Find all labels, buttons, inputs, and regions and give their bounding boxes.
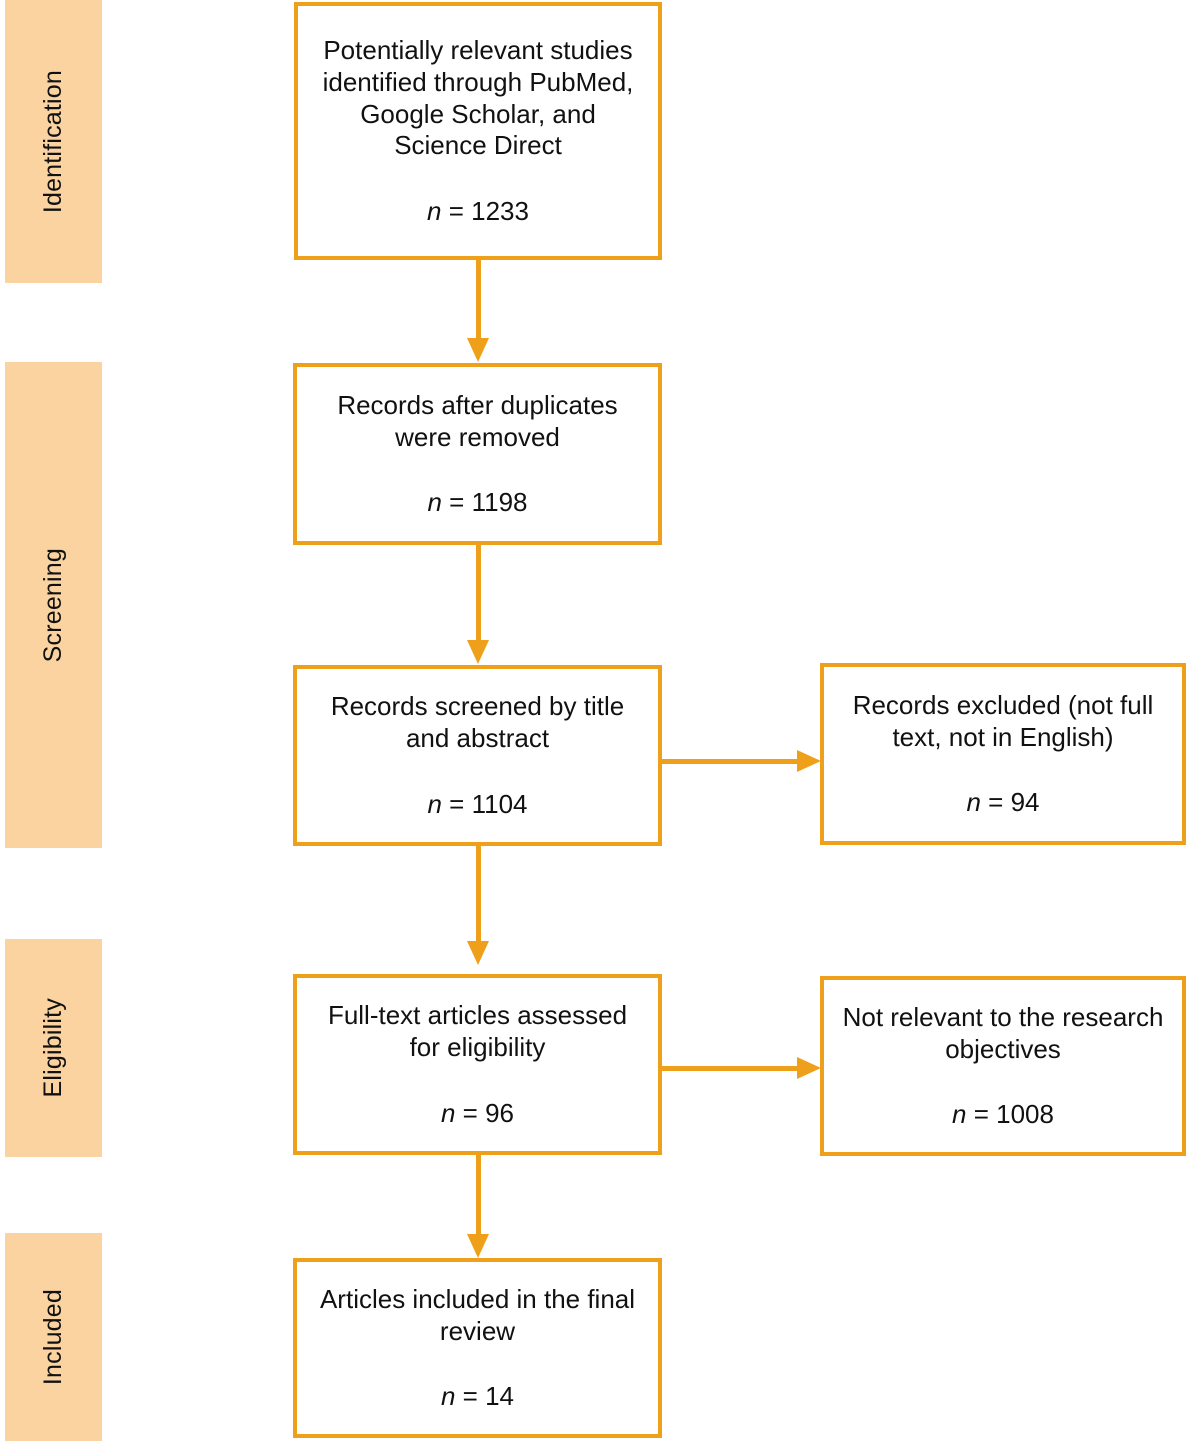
box-after-duplicates-text: Records after duplicates were removed: [337, 389, 618, 452]
connector-screened-to-excluded-arrowhead-icon: [797, 750, 821, 772]
connector-fulltext-to-not-relevant-line: [662, 1066, 802, 1071]
box-screened: Records screened by title and abstract n…: [293, 665, 662, 846]
box-excluded-screening-count-sep: =: [980, 787, 1011, 818]
box-identified-count-value: 1233: [471, 195, 529, 226]
stage-label-screening: Screening: [39, 547, 67, 663]
connector-screened-to-fulltext-arrowhead-icon: [467, 941, 489, 965]
box-after-duplicates-count: n = 1198: [427, 487, 527, 518]
box-excluded-eligibility: Not relevant to the research objectives …: [820, 976, 1186, 1156]
box-excluded-eligibility-count-symbol: n: [952, 1099, 967, 1130]
connector-fulltext-to-not-relevant-arrowhead-icon: [797, 1057, 821, 1079]
stage-label-included: Included: [39, 1288, 67, 1386]
connector-fulltext-to-included-arrowhead-icon: [467, 1234, 489, 1258]
box-fulltext-assessed: Full-text articles assessed for eligibil…: [293, 974, 662, 1155]
box-excluded-screening: Records excluded (not full text, not in …: [820, 663, 1186, 845]
box-excluded-screening-count-value: 94: [1010, 787, 1040, 818]
box-identified-count: n = 1233: [427, 196, 529, 227]
box-included-final-count-value: 14: [485, 1381, 515, 1412]
box-identified-count-symbol: n: [427, 195, 442, 226]
box-included-final-count-sep: =: [455, 1381, 486, 1412]
box-screened-count-value: 1104: [471, 788, 528, 819]
box-excluded-screening-count: n = 94: [966, 787, 1039, 818]
connector-fulltext-to-included-line: [476, 1155, 481, 1235]
box-after-duplicates-count-value: 1198: [471, 487, 528, 518]
box-screened-count-sep: =: [441, 788, 472, 819]
box-screened-count-symbol: n: [427, 788, 442, 819]
stage-label-eligibility: Eligibility: [39, 998, 67, 1098]
box-identified-text: Potentially relevant studies identified …: [322, 35, 634, 161]
box-excluded-eligibility-count-sep: =: [966, 1099, 997, 1130]
box-screened-text: Records screened by title and abstract: [330, 691, 625, 753]
box-excluded-eligibility-text: Not relevant to the research objectives: [842, 1001, 1164, 1064]
box-excluded-screening-count-symbol: n: [966, 787, 981, 818]
box-after-duplicates-count-sep: =: [441, 487, 472, 518]
box-excluded-eligibility-count-value: 1008: [996, 1099, 1054, 1130]
box-excluded-eligibility-count: n = 1008: [952, 1099, 1054, 1130]
stage-bar-identification: Identification: [5, 0, 102, 283]
box-after-duplicates-count-symbol: n: [427, 487, 442, 518]
box-identified-count-sep: =: [441, 195, 472, 226]
stage-label-identification: Identification: [39, 69, 67, 214]
stage-bar-eligibility: Eligibility: [5, 939, 102, 1157]
stage-bar-included: Included: [5, 1233, 102, 1441]
connector-screened-to-fulltext-line: [476, 846, 481, 942]
box-fulltext-assessed-count-sep: =: [455, 1097, 486, 1128]
box-identified: Potentially relevant studies identified …: [294, 2, 662, 260]
connector-identified-to-after-duplicates-line: [476, 260, 481, 340]
box-included-final-count: n = 14: [441, 1381, 514, 1412]
box-fulltext-assessed-count-symbol: n: [440, 1097, 456, 1128]
box-included-final-count-symbol: n: [440, 1381, 456, 1412]
stage-bar-screening: Screening: [5, 362, 102, 848]
box-fulltext-assessed-count: n = 96: [441, 1098, 514, 1129]
connector-after-duplicates-to-screened-arrowhead-icon: [467, 640, 489, 664]
box-included-final-text: Articles included in the final review: [319, 1283, 636, 1346]
box-excluded-screening-text: Records excluded (not full text, not in …: [852, 689, 1154, 752]
connector-after-duplicates-to-screened-line: [476, 545, 481, 641]
box-screened-count: n = 1104: [427, 789, 527, 820]
box-fulltext-assessed-count-value: 96: [485, 1097, 515, 1128]
box-included-final: Articles included in the final review n …: [293, 1258, 662, 1438]
box-fulltext-assessed-text: Full-text articles assessed for eligibil…: [327, 1000, 628, 1062]
connector-identified-to-after-duplicates-arrowhead-icon: [467, 338, 489, 362]
connector-screened-to-excluded-line: [662, 759, 802, 764]
box-after-duplicates: Records after duplicates were removed n …: [293, 363, 662, 545]
